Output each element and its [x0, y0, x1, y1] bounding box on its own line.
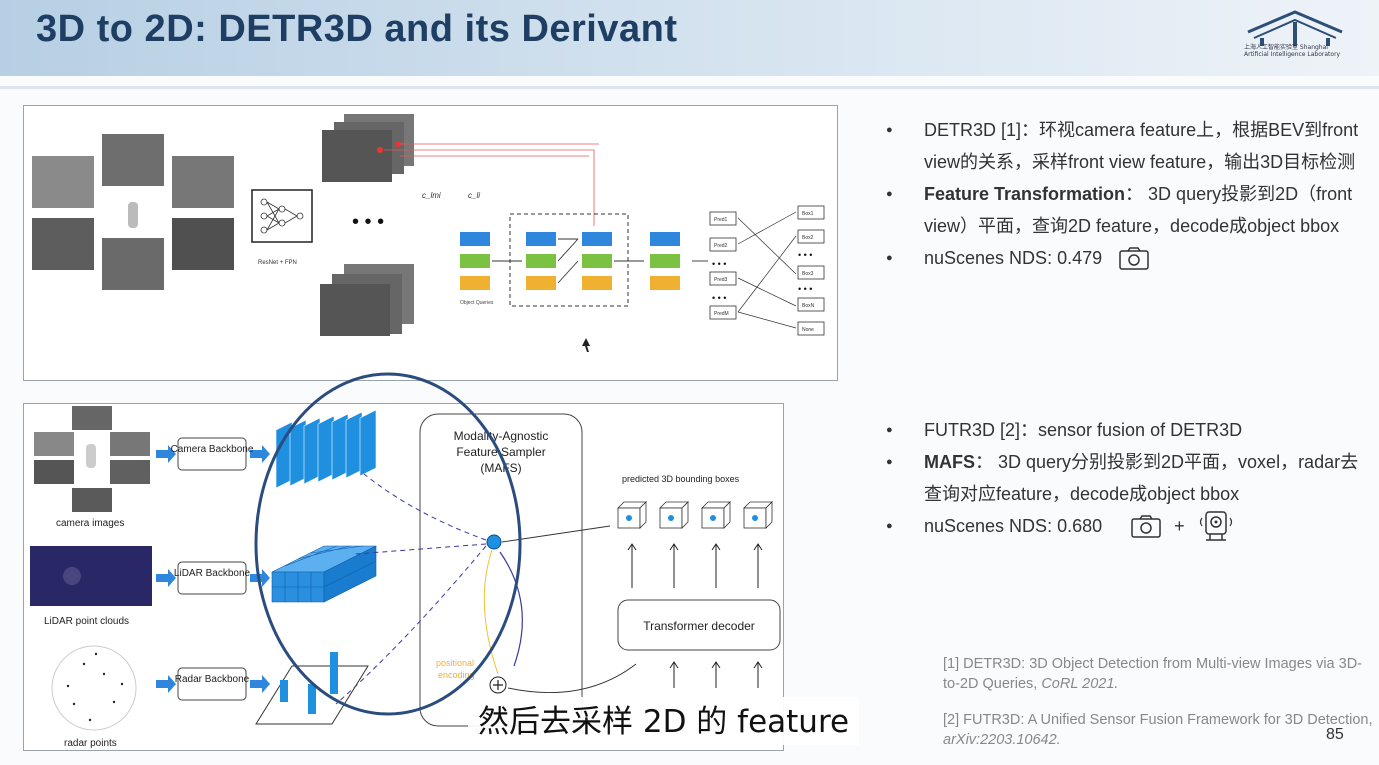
- decoder-dashed-box: [509, 213, 629, 307]
- bullet-mafs: MAFS： 3D query分别投影到2D平面，voxel，radar去查询对应…: [886, 446, 1366, 510]
- camera-icon: [1119, 247, 1149, 270]
- camera-feature-maps: [275, 409, 377, 489]
- box-label-1: Box1: [802, 211, 814, 217]
- prediction-boxes: [709, 211, 737, 320]
- predicted-boxes-label: predicted 3D bounding boxes: [622, 474, 740, 484]
- bullet-nds-futr3d: nuScenes NDS: 0.680 +: [886, 510, 1366, 544]
- bullets-top: DETR3D [1]：环视camera feature上，根据BEV到front…: [886, 114, 1366, 274]
- radar-feature-plane: [255, 652, 369, 725]
- bullets-bottom: FUTR3D [2]：sensor fusion of DETR3D MAFS：…: [886, 414, 1366, 544]
- lidar-label: LiDAR point clouds: [44, 616, 129, 627]
- pred-ellipsis-1: • • •: [712, 259, 726, 269]
- reference-2: [2] FUTR3D: A Unified Sensor Fusion Fram…: [943, 712, 1373, 748]
- pred-label-m: PredM: [714, 311, 729, 317]
- camera-backbone-label: Camera Backbone: [171, 444, 254, 455]
- lidar-backbone-box: [177, 561, 247, 595]
- c-label-1: c_lmi: [422, 191, 441, 200]
- bullet-nds-detr3d: nuScenes NDS: 0.479: [886, 242, 1366, 274]
- lidar-image: [30, 546, 152, 606]
- feature-stack-bottom: [320, 264, 414, 336]
- pos-enc-line1: positional: [436, 658, 474, 668]
- camera-images-label: camera images: [56, 518, 124, 529]
- network-icon: [260, 198, 304, 234]
- multi-view-images: [32, 134, 234, 290]
- ellipsis-views: • • •: [352, 211, 384, 233]
- feature-stack-top: [322, 114, 414, 182]
- object-queries-in: [460, 232, 490, 290]
- lab-logo-text: 上海人工智能实验室 Shanghai Artificial Intelligen…: [1244, 44, 1341, 58]
- bullet-feature-transformation: Feature Transformation： 3D query投影到2D（fr…: [886, 178, 1366, 242]
- lab-logo: [1247, 10, 1343, 46]
- detr3d-diagram: ResNet + FPN • • • c_lmi c_li Object Q: [32, 114, 825, 352]
- backbone-box: [251, 189, 313, 243]
- mafs-title-line1: Modality-Agnostic: [454, 429, 549, 443]
- radar-backbone-box: [177, 667, 247, 701]
- header-rule: [0, 86, 1379, 89]
- radar-icon: [1199, 511, 1232, 541]
- mafs-title-line3: (MAFS): [480, 461, 521, 475]
- pos-enc-line2: encoding: [438, 670, 475, 680]
- box-label-n: BoxN: [802, 303, 815, 309]
- lidar-voxel-grid: [271, 545, 377, 603]
- box-label-none: None: [802, 327, 814, 333]
- bullet-detr3d: DETR3D [1]：环视camera feature上，根据BEV到front…: [886, 114, 1366, 178]
- object-queries-mid: [526, 232, 612, 290]
- pred-label-1: Pred1: [714, 217, 728, 223]
- camera-backbone-box: [177, 437, 247, 471]
- pred-label-3: Pred3: [714, 277, 728, 283]
- gt-boxes: [797, 205, 825, 336]
- bipartite-matching-lines: [737, 211, 797, 329]
- predicted-3d-boxes: [617, 501, 773, 529]
- transformer-decoder-label: Transformer decoder: [643, 619, 755, 633]
- detr3d-figure: ResNet + FPN • • • c_lmi c_li Object Q: [23, 105, 838, 381]
- object-queries-out: [650, 232, 680, 290]
- sampling-arrows: [335, 473, 487, 705]
- reference-1: [1] DETR3D: 3D Object Detection from Mul…: [943, 656, 1363, 692]
- box-ellipsis-1: • • •: [798, 250, 812, 260]
- futr3d-figure: camera images LiDAR point clouds radar p…: [23, 403, 784, 751]
- highlight-circle: [254, 372, 522, 716]
- page-number: 85: [1326, 726, 1344, 743]
- c-label-2: c_li: [468, 191, 480, 200]
- query-point: [486, 534, 502, 550]
- radar-plot: [51, 645, 137, 731]
- transformer-decoder-box: [617, 599, 781, 651]
- mouse-cursor-icon: [582, 338, 590, 352]
- radar-backbone-label: Radar Backbone: [175, 674, 250, 685]
- video-subtitle-caption: 然后去采样 2D 的 feature: [468, 697, 860, 745]
- radar-label: radar points: [64, 738, 117, 749]
- futr3d-diagram: camera images LiDAR point clouds radar p…: [30, 406, 781, 749]
- slide-header: 3D to 2D: DETR3D and its Derivant 上海人工智能…: [0, 0, 1379, 76]
- box-label-2: Box2: [802, 235, 814, 241]
- slide-title: 3D to 2D: DETR3D and its Derivant: [36, 8, 678, 50]
- queries-label: Object Queries: [460, 300, 494, 306]
- lidar-backbone-label: LiDAR Backbone: [174, 568, 251, 579]
- box-ellipsis-2: • • •: [798, 284, 812, 294]
- backbone-label: ResNet + FPN: [258, 260, 297, 266]
- pred-ellipsis-2: • • •: [712, 293, 726, 303]
- camera-icon: [1131, 515, 1161, 538]
- pred-label-2: Pred2: [714, 243, 728, 249]
- box-label-3: Box3: [802, 271, 814, 277]
- mafs-title-line2: Feature Sampler: [456, 445, 545, 459]
- camera-images: [34, 406, 150, 512]
- bullet-futr3d: FUTR3D [2]：sensor fusion of DETR3D: [886, 414, 1366, 446]
